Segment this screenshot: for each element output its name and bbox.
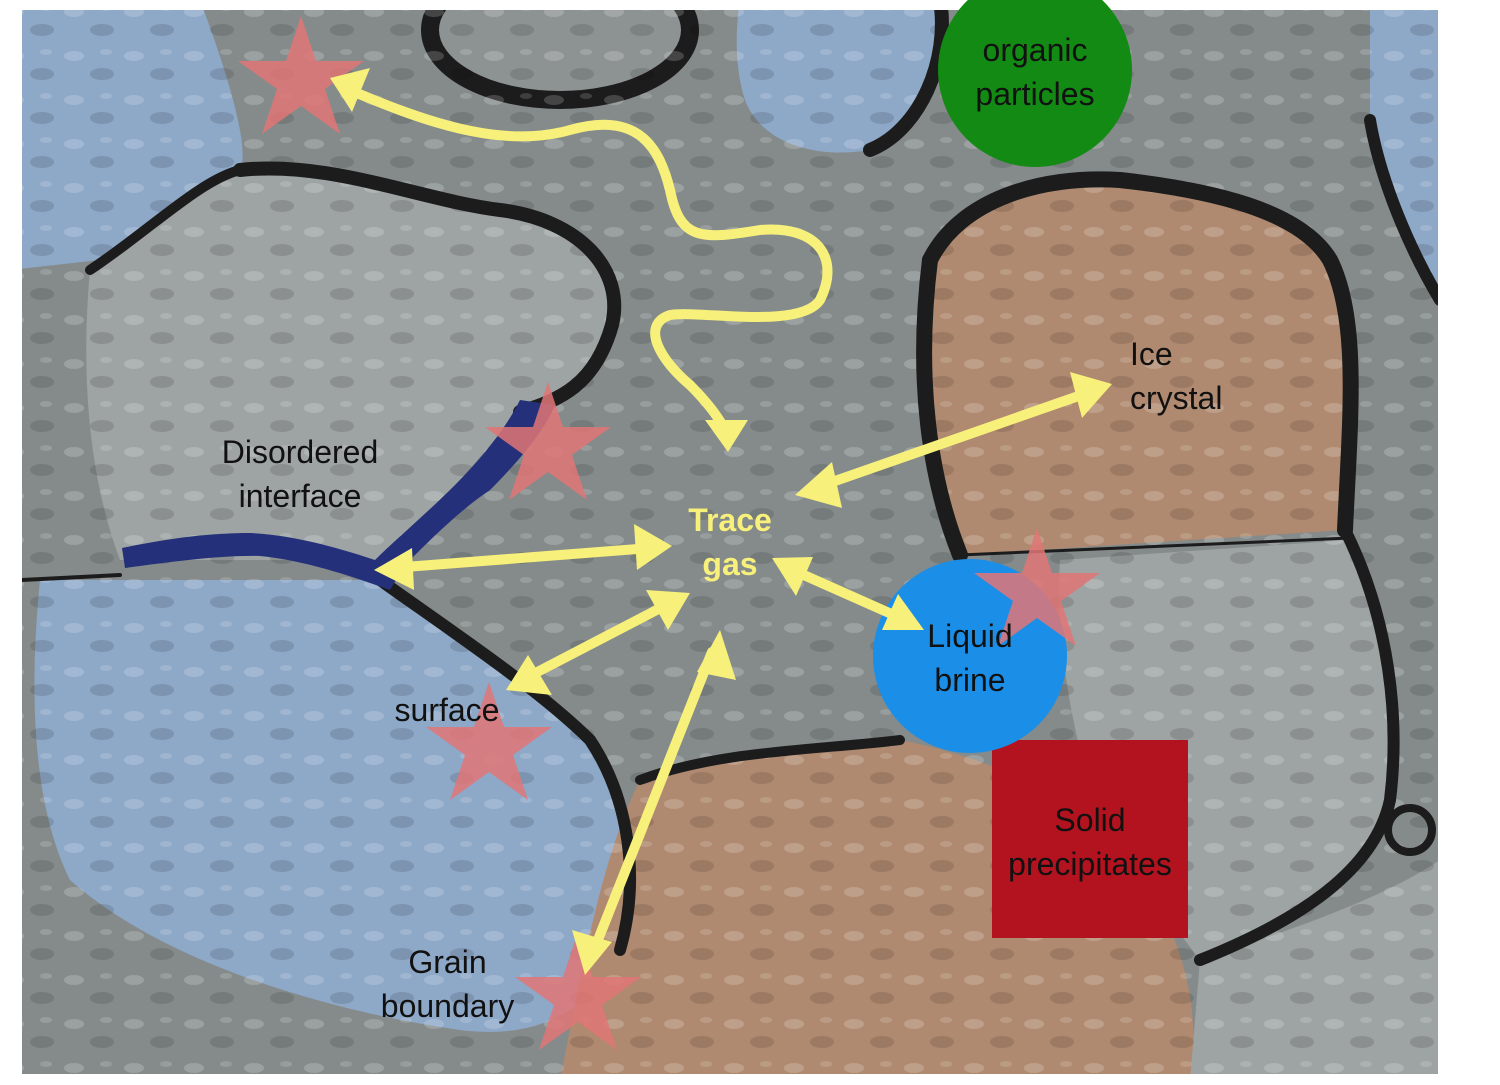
grain-boundary-label: Grain boundary bbox=[380, 944, 515, 1024]
arrowhead-brine bbox=[882, 594, 924, 630]
liquid-brine-label: Liquid brine bbox=[927, 618, 1013, 698]
arrowhead-ice-crystal bbox=[1070, 372, 1112, 418]
arrows bbox=[340, 83, 1095, 960]
stars bbox=[238, 16, 1100, 1050]
ice-crystal-label: Ice crystal bbox=[1130, 336, 1223, 416]
disordered-interface-label: Disordered interface bbox=[221, 434, 379, 514]
arrow-grain-boundary-shaft bbox=[587, 647, 717, 960]
star-surface bbox=[426, 682, 552, 800]
arrow-wavy-shaft bbox=[340, 83, 833, 435]
arrowhead-top-left bbox=[330, 68, 370, 112]
arrow-brine-shaft bbox=[783, 563, 910, 625]
solid-precipitates-square bbox=[992, 740, 1188, 938]
surface-label: surface bbox=[394, 692, 500, 728]
arrowhead-wavy-end bbox=[705, 420, 748, 452]
arrow-interface-shaft bbox=[387, 543, 655, 573]
star-grain-boundary bbox=[515, 932, 641, 1050]
arrowhead-trace-gas-from-interface bbox=[634, 524, 672, 570]
arrowheads bbox=[330, 68, 1112, 975]
organic-particles-label: organic particles bbox=[975, 32, 1095, 112]
trace-gas-label: Trace gas bbox=[688, 502, 772, 582]
arrowhead-trace-gas-from-brine bbox=[772, 557, 813, 596]
arrowhead-trace-gas-from-surface bbox=[646, 590, 690, 630]
arrowhead-trace-gas-from-ice bbox=[795, 462, 842, 508]
star-brine bbox=[974, 528, 1100, 646]
arrowhead-grain-boundary bbox=[572, 930, 612, 975]
arrow-surface-shaft bbox=[517, 597, 677, 685]
arrowhead-surface bbox=[506, 655, 552, 695]
star-top-left bbox=[238, 16, 364, 134]
arrow-ice-crystal-shaft bbox=[810, 387, 1095, 493]
arrowhead-interface bbox=[374, 548, 414, 590]
ring-right bbox=[1384, 804, 1436, 856]
disordered-interface-band bbox=[122, 400, 555, 590]
solid-precipitates-label: Solid precipitates bbox=[1008, 802, 1172, 882]
grain-boundaries bbox=[22, 10, 1438, 966]
arrowhead-trace-gas-from-grain bbox=[697, 630, 736, 680]
star-interface bbox=[485, 382, 611, 500]
organic-particles-circle bbox=[938, 0, 1132, 167]
